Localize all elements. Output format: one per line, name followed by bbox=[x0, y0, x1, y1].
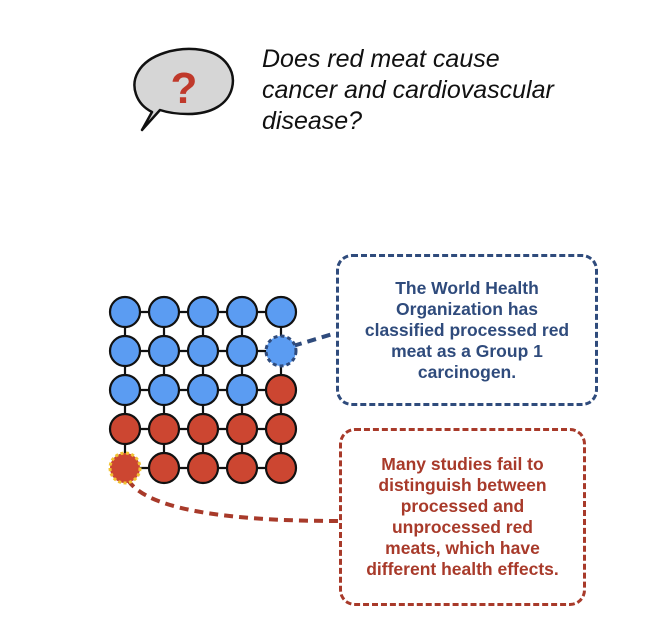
speech-bubble-shape bbox=[133, 47, 235, 132]
blue-node bbox=[108, 295, 142, 329]
studies-callout-line: distinguish between bbox=[378, 475, 547, 495]
who-connector bbox=[292, 331, 337, 348]
blue-node bbox=[147, 295, 181, 329]
red-node bbox=[225, 412, 259, 446]
connectors bbox=[126, 331, 340, 523]
red-node bbox=[147, 412, 181, 446]
blue-node bbox=[147, 373, 181, 407]
highlighted-blue-node bbox=[264, 334, 298, 368]
red-node bbox=[186, 412, 220, 446]
studies-callout-line: Many studies fail to bbox=[381, 454, 544, 474]
blue-node bbox=[225, 334, 259, 368]
red-node bbox=[264, 373, 298, 407]
blue-node bbox=[225, 373, 259, 407]
blue-node bbox=[108, 334, 142, 368]
who-callout-line: meat as a Group 1 bbox=[391, 340, 543, 361]
blue-node bbox=[186, 334, 220, 368]
studies-callout-line: different health effects. bbox=[366, 559, 559, 579]
studies-connector bbox=[126, 478, 340, 523]
blue-node bbox=[147, 334, 181, 368]
question-text: Does red meat cause cancer and cardiovas… bbox=[262, 44, 602, 137]
speech-bubble-question-icon: ? bbox=[133, 47, 235, 132]
studies-callout: Many studies fail to distinguish between… bbox=[339, 428, 586, 606]
blue-node bbox=[108, 373, 142, 407]
question-line-2: cancer and cardiovascular bbox=[262, 76, 554, 104]
blue-node bbox=[186, 295, 220, 329]
node-grid bbox=[108, 295, 298, 485]
question-mark-glyph: ? bbox=[171, 64, 198, 113]
who-callout-line: classified processed red bbox=[364, 319, 570, 340]
red-node bbox=[225, 451, 259, 485]
blue-node bbox=[225, 295, 259, 329]
red-node bbox=[147, 451, 181, 485]
blue-node bbox=[264, 295, 298, 329]
studies-callout-line: unprocessed red bbox=[391, 517, 534, 537]
red-node bbox=[264, 412, 298, 446]
red-node bbox=[186, 451, 220, 485]
question-line-1: Does red meat cause bbox=[262, 45, 500, 73]
studies-callout-line: meats, which have bbox=[385, 538, 540, 558]
who-callout-line: Organization has bbox=[396, 298, 538, 319]
red-node bbox=[108, 412, 142, 446]
studies-callout-line: processed and bbox=[400, 496, 525, 516]
who-callout-line: The World Health bbox=[395, 277, 539, 298]
question-line-3: disease? bbox=[262, 107, 363, 135]
highlighted-red-node bbox=[108, 451, 142, 485]
blue-node bbox=[186, 373, 220, 407]
who-callout-line: carcinogen. bbox=[417, 361, 517, 382]
red-node bbox=[264, 451, 298, 485]
who-callout: The World Health Organization has classi… bbox=[336, 254, 598, 406]
